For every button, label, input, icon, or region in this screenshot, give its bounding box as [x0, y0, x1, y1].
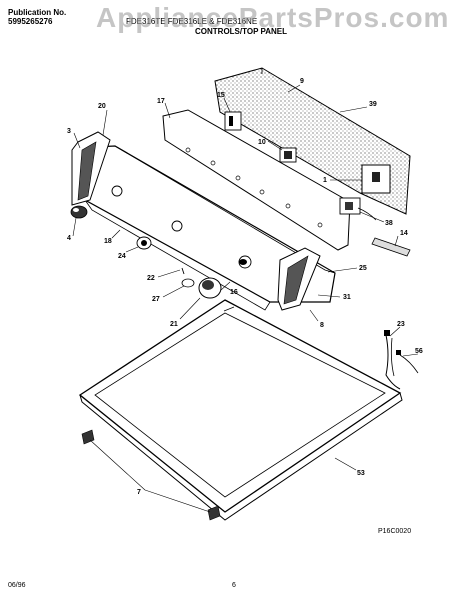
wire-harness-connector	[371, 237, 411, 257]
callout-16: 16	[230, 289, 238, 296]
signal-dial	[239, 259, 247, 265]
callout-3: 3	[67, 128, 71, 135]
bushing	[136, 236, 152, 250]
terminal-block	[339, 197, 377, 221]
callout-8: 8	[320, 322, 324, 329]
callout-24: 24	[118, 253, 126, 260]
callout-labels: 9 39 20 17 15 3 10 1 4 18 38 14 24 25 22…	[67, 78, 423, 496]
callout-25: 25	[359, 265, 367, 272]
publication-number: 5995265276	[8, 17, 53, 26]
callout-53: 53	[357, 470, 365, 477]
left-knob	[70, 205, 88, 219]
callout-21: 21	[170, 321, 178, 328]
callout-1: 1	[323, 177, 327, 184]
top-panel	[78, 299, 403, 521]
callout-18: 18	[104, 238, 112, 245]
callout-22: 22	[147, 275, 155, 282]
callout-27: 27	[152, 296, 160, 303]
timer-switch	[224, 111, 242, 131]
callout-7: 7	[137, 489, 141, 496]
watermark-text: AppliancePartsPros.com	[96, 2, 450, 33]
control-panel-backplate	[162, 109, 351, 251]
callout-39: 39	[369, 101, 377, 108]
right-end-cap	[277, 247, 321, 311]
callout-38: 38	[385, 220, 393, 227]
section-title: CONTROLS/TOP PANEL	[195, 27, 288, 36]
callout-10: 10	[258, 139, 266, 146]
timer-motor	[361, 164, 391, 194]
wire-bundle	[384, 330, 419, 390]
leader-lines	[72, 84, 419, 513]
footer-date: 06/96	[8, 582, 26, 589]
callout-23: 23	[397, 321, 405, 328]
callout-14: 14	[400, 230, 408, 237]
callout-9: 9	[300, 78, 304, 85]
callout-56: 56	[415, 348, 423, 355]
push-to-start-switch	[279, 147, 297, 163]
timer-knob	[181, 267, 222, 299]
door-hinge-left	[81, 429, 95, 445]
footer-page-number: 6	[232, 582, 236, 589]
left-end-cap	[71, 131, 111, 206]
callout-17: 17	[157, 98, 165, 105]
callout-15: 15	[217, 92, 225, 99]
callout-20: 20	[98, 103, 106, 110]
figure-code: P16C0020	[378, 528, 412, 535]
callout-31: 31	[343, 294, 351, 301]
publication-label: Publication No.	[8, 8, 67, 17]
door-hinge-right	[207, 505, 221, 521]
callout-4: 4	[67, 235, 71, 242]
back-panel-splashguard	[214, 67, 411, 215]
model-numbers: FDE316TE FDE316LE & FDE316NE	[126, 17, 258, 26]
